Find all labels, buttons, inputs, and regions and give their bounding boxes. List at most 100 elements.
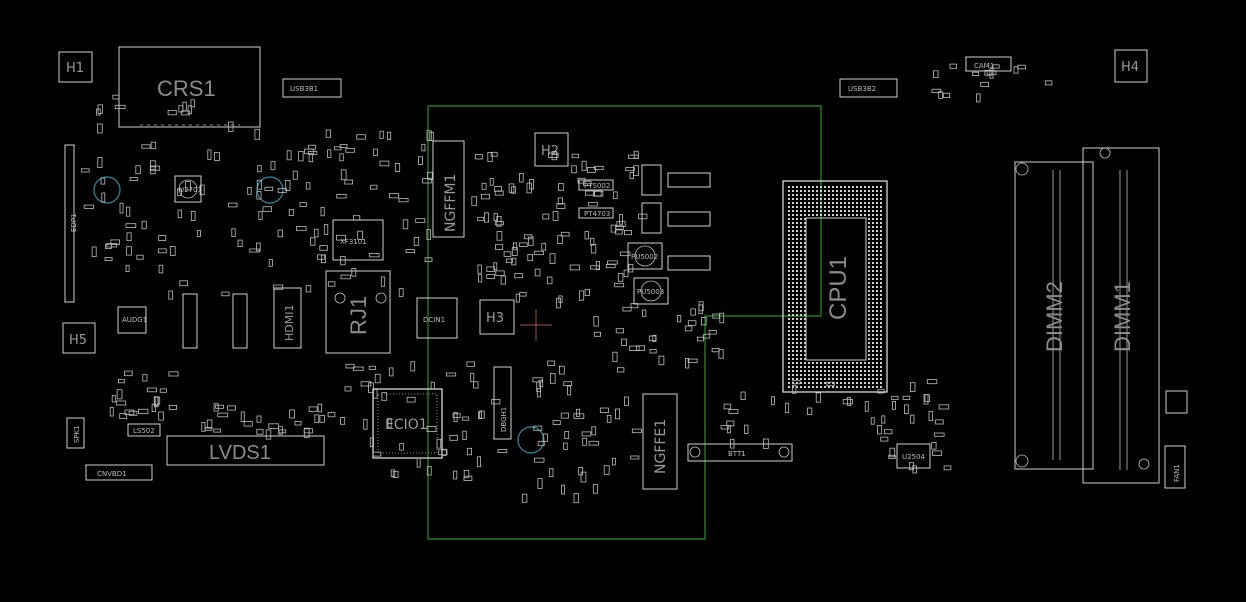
component-btt1[interactable]: BTT1 [687,443,793,462]
cpu-ball [840,194,842,196]
component-h5[interactable]: H5 [62,322,96,354]
cpu-ball [824,186,826,188]
cpu-ball [876,374,878,376]
passive-component [552,211,559,221]
component-rj1[interactable]: RJ1 [325,270,391,354]
cpu-ball [816,386,818,388]
passive-component [336,194,347,199]
component-lvds1[interactable]: LVDS1 [166,435,325,466]
component-ecio1[interactable]: ECIO1 [372,388,443,459]
passive-component [372,451,382,457]
passive-component [97,123,103,134]
component-pts002[interactable]: PTS002 [578,179,614,191]
component-usb3b2[interactable]: USB3B2 [839,78,898,98]
cpu-ball [880,334,882,336]
component-fan1[interactable]: FAN1 [1164,445,1186,489]
component-dbgh1[interactable]: DBGH1 [493,366,512,440]
cpu-ball [792,378,794,380]
passive-component [158,264,164,274]
component-h4[interactable]: H4 [1114,49,1148,83]
cpu-ball [804,206,806,208]
label-ngffm1: NGFFM1 [443,174,459,232]
cpu-ball [880,222,882,224]
cpu-ball [832,198,834,200]
passive-component [943,465,952,471]
cpu-ball [876,254,878,256]
cpu-ball [876,362,878,364]
cpu-ball [864,214,866,216]
passive-component [466,447,472,456]
cpu-ball [868,310,870,312]
cpu-ball [816,366,818,368]
passive-component [268,259,273,267]
component-dcin1[interactable]: DCIN1 [416,297,458,339]
cpu-ball [840,210,842,212]
cpu-ball [868,262,870,264]
component-audio-codec[interactable]: AUDG1 [117,306,147,334]
cpu-ball [832,374,834,376]
component-cpu1[interactable]: CPU1 [782,180,888,393]
passive-component [559,365,565,375]
cpu-ball [808,382,810,384]
cpu-ball [796,318,798,320]
component-usb3b1[interactable]: USB3B1 [282,78,342,98]
cpu-ball [800,278,802,280]
passive-component [931,441,937,450]
cpu-ball [880,330,882,332]
passive-component [356,134,366,140]
component-hdmi1[interactable]: HDMI1 [273,287,302,349]
component-pt4703[interactable]: PT4703 [578,207,614,219]
passive-component [215,404,224,409]
component-cnvbd1[interactable]: CNVBD1 [85,464,153,481]
component-h3[interactable]: H3 [479,299,515,335]
cpu-ball [864,366,866,368]
passive-component [503,251,512,257]
cpu-ball [792,318,794,320]
component-h2[interactable]: H2 [534,132,569,167]
cpu-ball [880,278,882,280]
cpu-ball [788,214,790,216]
passive-component [723,403,732,410]
passive-component [243,421,253,427]
passive-component [928,410,933,421]
cpu-ball [828,370,830,372]
cpu-ball [832,186,834,188]
cpu-ball [820,198,822,200]
passive-component [187,105,192,115]
cpu-ball [816,382,818,384]
passive-component [563,381,573,386]
cpu-ball [788,282,790,284]
component-ngffm1[interactable]: NGFFM1 [432,140,465,238]
cpu-ball [868,350,870,352]
component-dimm2[interactable]: DIMM2 [1014,161,1094,470]
cpu-ball [800,190,802,192]
cpu-ball [872,306,874,308]
cpu-ball [800,338,802,340]
cpu-ball [876,262,878,264]
cpu-ball [868,270,870,272]
passive-component [368,365,377,370]
cpu-ball [880,266,882,268]
passive-component [427,171,433,180]
component-edp-connector[interactable]: EDP1 [64,144,78,303]
component-ngffe1[interactable]: NGFFE1 [642,393,678,490]
component-spk1[interactable]: SPK1 [66,417,85,449]
component-dimm1[interactable]: DIMM1 [1082,147,1160,484]
inductor [641,164,662,196]
cpu-ball [872,258,874,260]
component-h1[interactable]: H1 [58,51,93,83]
component-crs1[interactable]: CRS1 [118,46,261,128]
cpu-ball [864,386,866,388]
passive-component [569,264,580,271]
component-ls502[interactable]: LS502 [127,423,161,437]
passive-component [381,392,388,401]
cpu-ball [880,238,882,240]
cpu-ball [824,382,826,384]
cpu-ball [848,386,850,388]
component-pu5003[interactable]: PU5003 [633,277,669,305]
cpu-ball [788,262,790,264]
cpu-ball [788,226,790,228]
cpu-ball [800,298,802,300]
cpu-ball [804,302,806,304]
cpu-ball [788,378,790,380]
